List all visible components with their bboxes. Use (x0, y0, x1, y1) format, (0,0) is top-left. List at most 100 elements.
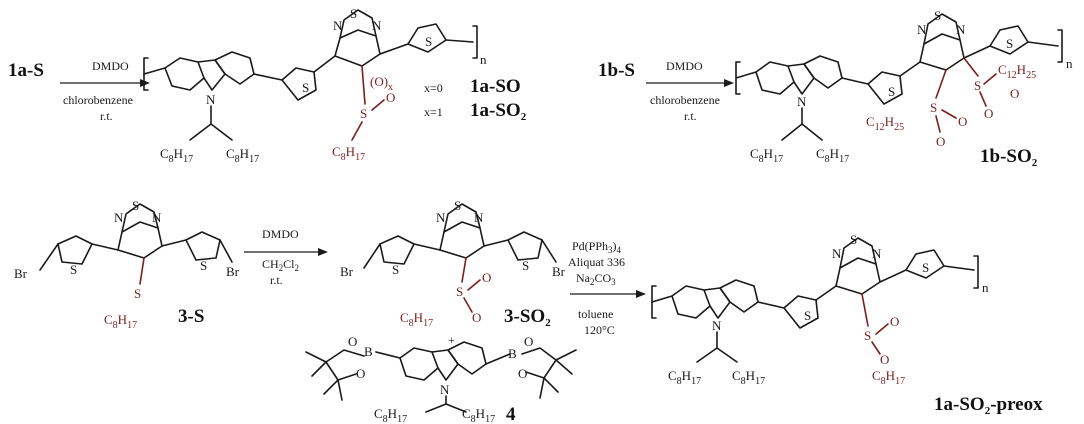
atom-N-btd1b: N (372, 18, 382, 33)
atom-N-4: N (440, 382, 450, 397)
label-1b-S: 1b-S (598, 60, 635, 81)
arrow-r3 (244, 248, 328, 256)
sidechain-C8H17-3: C8H17 (104, 312, 137, 331)
atom-S-btd4: S (454, 198, 461, 213)
structure-3-S: S N N S Br S Br S C8H17 (14, 198, 240, 331)
atom-S-btd1: S (350, 6, 357, 21)
sidechain-C8H17-4: C8H17 (400, 310, 433, 329)
r4-reagent-temp: 120°C (584, 323, 615, 337)
atom-S-btd3: S (132, 198, 139, 213)
arrow-r2 (646, 79, 734, 87)
r3-reagent-temp: r.t. (270, 273, 283, 287)
sidechain-C8H17-b: C8H17 (226, 146, 259, 165)
r3-reagent-solvent: CH2Cl2 (262, 257, 299, 273)
structure-3-SO2: S N N S Br S Br S O O C8H17 (340, 198, 566, 329)
atom-O-1: O (386, 90, 395, 105)
label-1a-SO: 1a-SO (470, 76, 521, 97)
sidechain-C12H25-a: C12H25 (998, 62, 1036, 81)
atom-S-btd2: S (934, 8, 941, 23)
atom-N-btd1a: N (333, 18, 343, 33)
label-1a-SO2-preox: 1a-SO2-preox (934, 394, 1043, 417)
r2-reagent-solvent: chlorobenzene (650, 93, 720, 107)
atom-N-btd2b: N (956, 22, 966, 37)
atom-O-2c: O (958, 114, 967, 129)
r1-reagent-dmdo: DMDO (92, 59, 129, 73)
atom-S-sulfonyl2b: S (930, 100, 937, 115)
atom-O-B1a: O (348, 334, 357, 349)
atom-S-sulfonyl2a: S (974, 78, 981, 93)
structure-4: N C8H17 C8H17 B O O B O O (305, 334, 577, 424)
sidechain-C8H17-g: C8H17 (668, 368, 701, 387)
atom-O-B1b: O (356, 366, 365, 381)
atom-O-5b: O (880, 352, 889, 367)
atom-O-5a: O (890, 314, 899, 329)
label-3-S: 3-S (178, 306, 204, 327)
label-1b-SO2: 1b-SO2 (980, 146, 1038, 169)
arrow-r4 (570, 290, 646, 298)
sidechain-C8H17-c: C8H17 (750, 146, 783, 165)
atom-S-sulfonyl4: S (456, 284, 463, 299)
r1-reagent-temp: r.t. (100, 109, 113, 123)
atom-N-5: N (712, 318, 722, 333)
atom-N-btd3b: N (152, 210, 162, 225)
structure-1a-SO2-preox: N C8H17 C8H17 S S N N S n S O O C8H17 (651, 232, 989, 387)
sidechain-C8H17-h: C8H17 (732, 368, 765, 387)
sidechain-C8H17-f: C8H17 (462, 406, 495, 424)
annotation-x0: x=0 (424, 81, 443, 95)
repeat-n-1: n (480, 52, 487, 67)
r2-reagent-temp: r.t. (684, 109, 697, 123)
sidechain-C8H17-red1: C8H17 (332, 144, 365, 163)
atom-B-left: B (364, 344, 373, 359)
sidechain-C8H17-red5: C8H17 (872, 368, 905, 387)
sidechain-C12H25-b: C12H25 (866, 114, 904, 133)
atom-N-btd4a: N (436, 210, 446, 225)
label-1a-S: 1a-S (8, 60, 44, 81)
atom-O-4a: O (482, 270, 491, 285)
sidechain-C8H17-e: C8H17 (374, 406, 407, 424)
r4-reagent-catalyst: Pd(PPh3)4 (572, 239, 622, 255)
atom-S-sulfonyl5: S (864, 328, 871, 343)
atom-O-B2b: O (518, 366, 527, 381)
atom-O-2a: O (984, 106, 993, 121)
label-4: 4 (506, 404, 516, 424)
atom-O-B2a: O (524, 334, 533, 349)
sidechain-C8H17-a: C8H17 (160, 146, 193, 165)
annotation-x1: x=1 (424, 105, 443, 119)
atom-S-thio1: S (302, 80, 309, 95)
atom-N-btd4b: N (474, 210, 484, 225)
plus-sign: + (448, 333, 455, 347)
atom-O-2b: O (1010, 86, 1019, 101)
atom-Br-4a: Br (340, 264, 354, 279)
atom-S-thio1b: S (425, 34, 432, 49)
repeat-n-3: n (982, 280, 989, 295)
r4-reagent-aliquat: Aliquat 336 (568, 255, 625, 269)
atom-S-thioether: S (134, 286, 141, 301)
label-3-SO2: 3-SO2 (504, 306, 551, 329)
arrow-r1 (60, 79, 150, 87)
atom-S-4b: S (522, 258, 529, 273)
atom-S-btd5: S (850, 232, 857, 247)
atom-S-3a: S (70, 262, 77, 277)
atom-S-thio2: S (888, 84, 895, 99)
repeat-n-2: n (1066, 56, 1073, 71)
atom-S-thio2b: S (1006, 36, 1013, 51)
atom-N-btd3a: N (114, 210, 124, 225)
r4-reagent-base: Na2CO3 (576, 271, 616, 287)
structure-1b-SO2: N C8H17 C8H17 S S N N S n S O C12H25 O S… (735, 8, 1073, 165)
r2-reagent-dmdo: DMDO (666, 59, 703, 73)
atom-S-thio5: S (804, 308, 811, 323)
atom-N-btd5b: N (872, 246, 882, 261)
atom-Br-3b: Br (226, 264, 240, 279)
atom-N-1: N (206, 92, 216, 107)
atom-S-3b: S (200, 258, 207, 273)
annotation-ox: (O)x (370, 74, 393, 93)
atom-B-right: B (508, 346, 517, 361)
atom-O-2d: O (936, 134, 945, 149)
sidechain-C8H17-d: C8H17 (816, 146, 849, 165)
r3-reagent-dmdo: DMDO (262, 227, 299, 241)
atom-S-thio5b: S (922, 260, 929, 275)
atom-Br-3a: Br (14, 266, 28, 281)
atom-N-btd2a: N (917, 22, 927, 37)
